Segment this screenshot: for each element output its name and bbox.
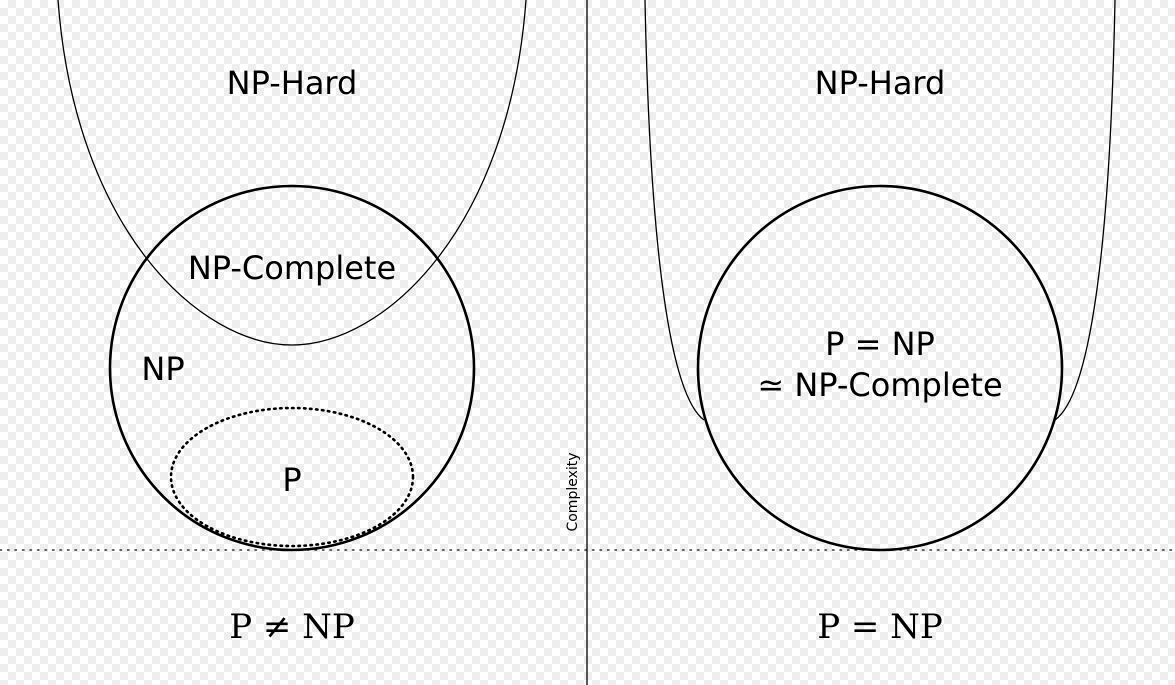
p-region [169,406,415,548]
merged-label-line1: P = NP [825,325,935,363]
merged-label-line2: ≃ NP-Complete [757,366,1002,404]
caption-p-equals-np: P = NP [817,607,943,647]
caption-p-not-equal-np: P ≠ NP [229,607,355,647]
complexity-axis-label: Complexity [565,452,581,531]
p-np-npcomplete-circle [696,184,1064,552]
left-panel: NP-Hard NP-Complete NP P P ≠ NP [57,0,527,647]
np-hard-region-left [57,0,527,346]
np-hard-label-left: NP-Hard [227,64,358,102]
np-circle [108,184,476,552]
np-hard-region-right [644,0,1116,421]
right-panel: NP-Hard P = NP ≃ NP-Complete P = NP [644,0,1116,647]
p-label: P [282,461,301,499]
np-label: NP [141,350,184,388]
np-hard-label-right: NP-Hard [815,64,946,102]
np-complete-label: NP-Complete [188,249,396,287]
